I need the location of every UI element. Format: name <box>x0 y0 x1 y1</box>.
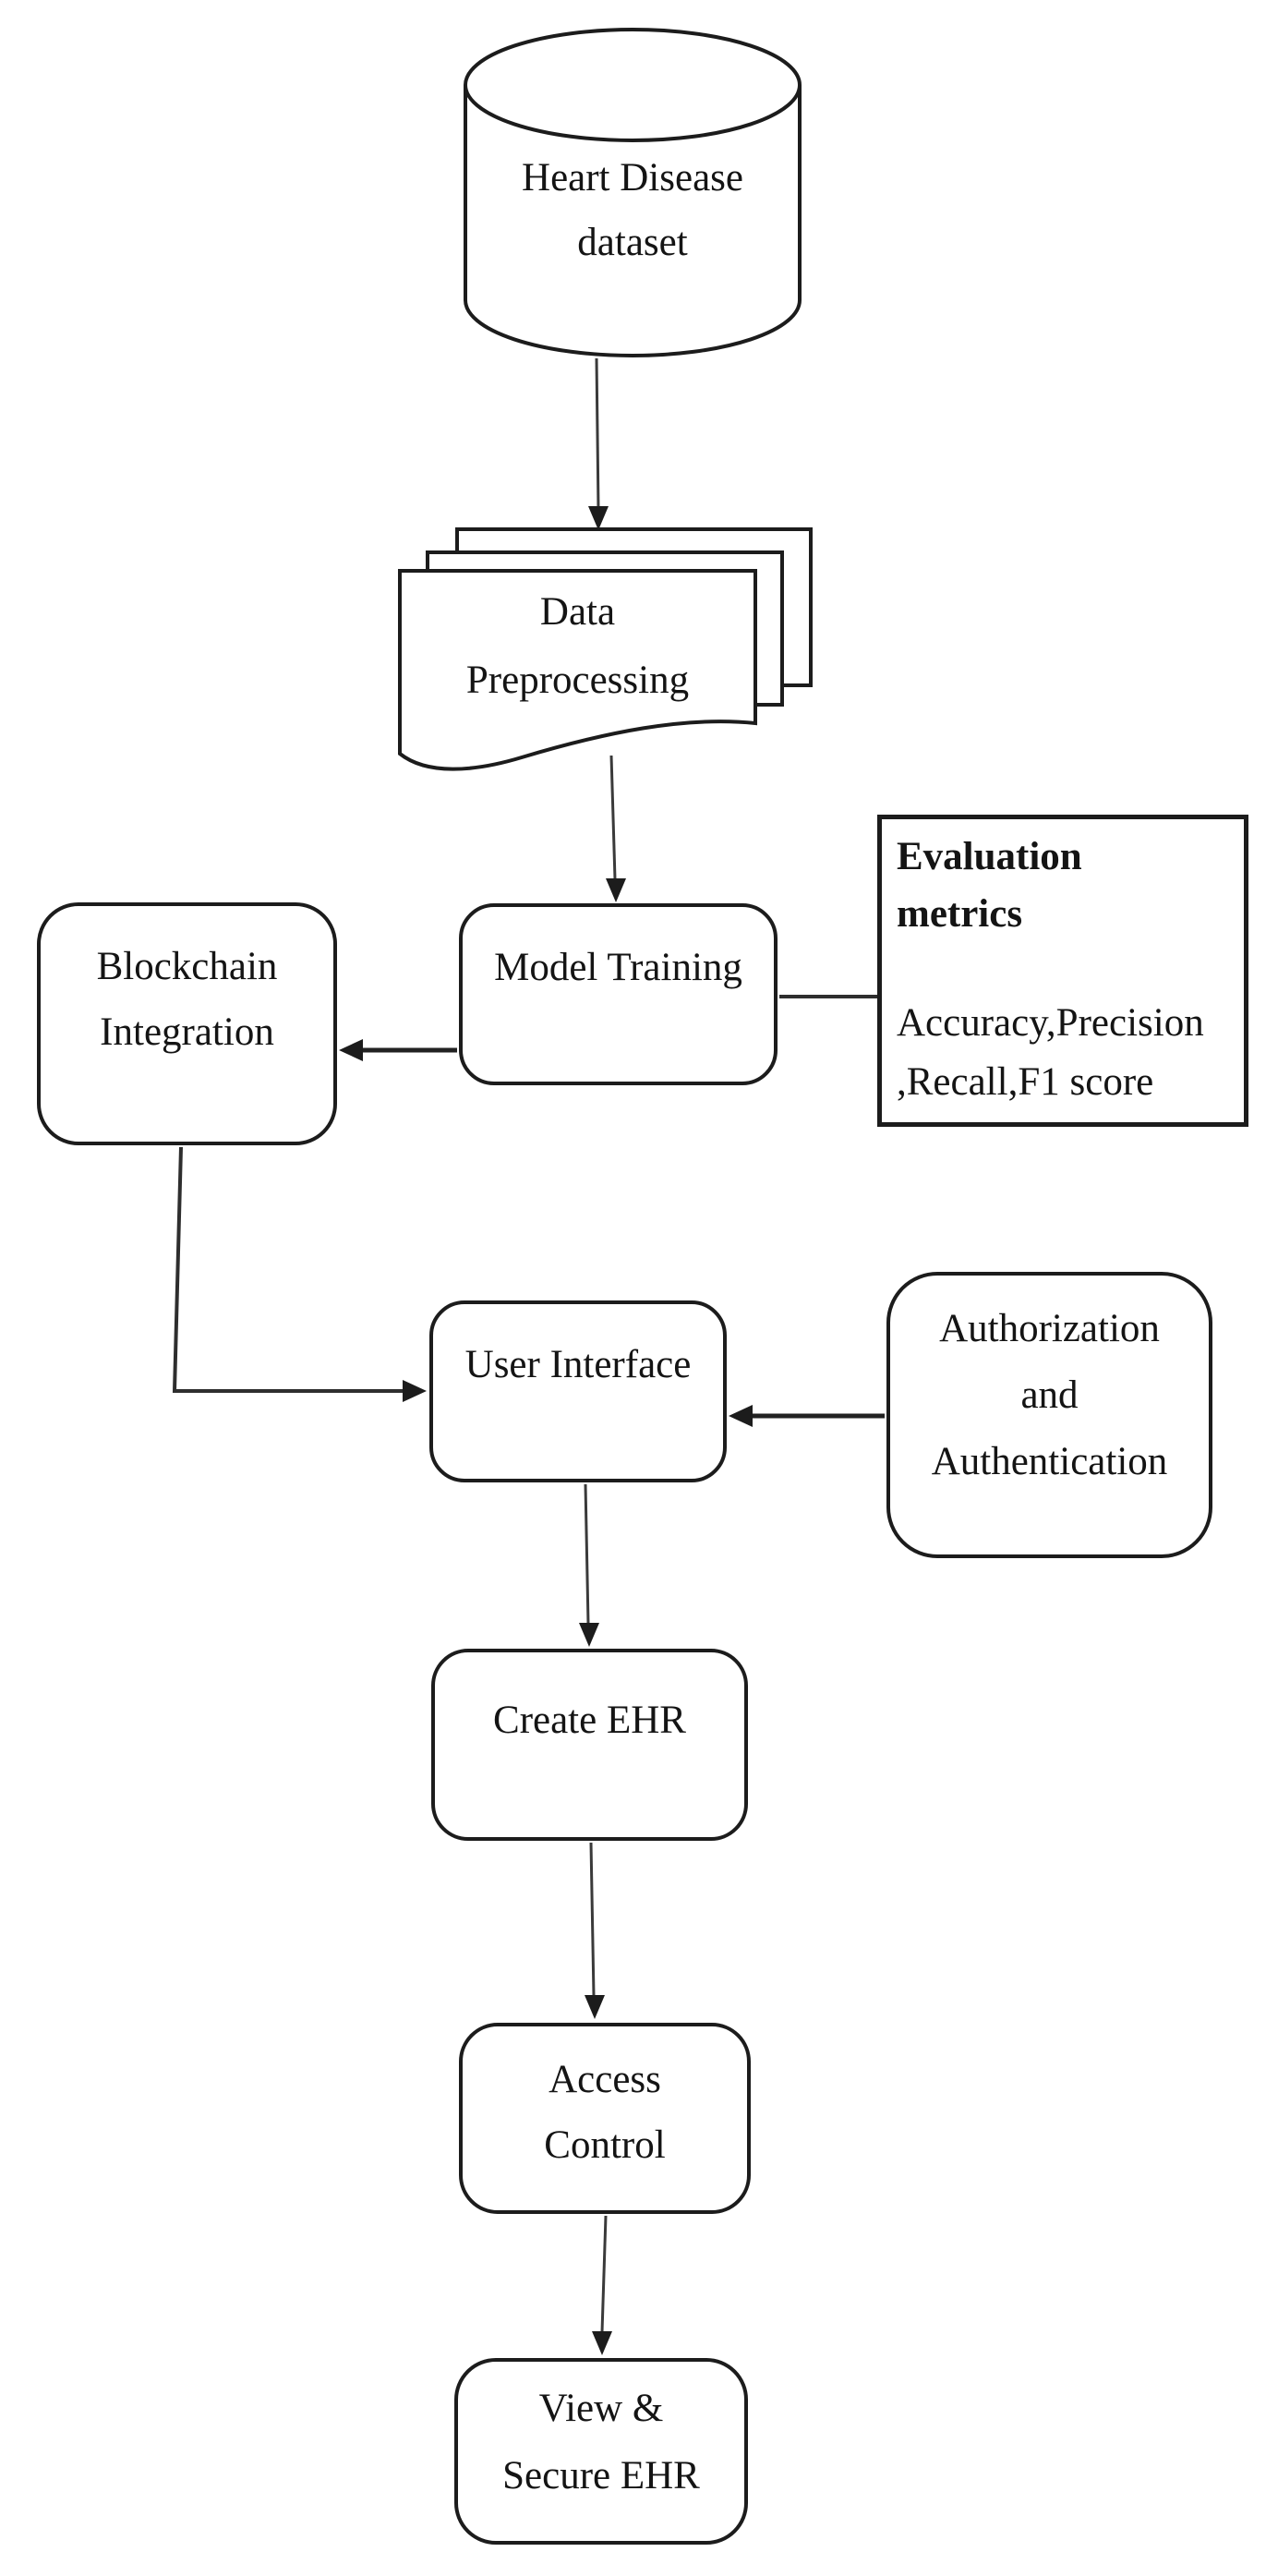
evaluation-metrics-title: Evaluation metrics <box>897 828 1231 943</box>
blockchain-label-line1: Blockchain <box>96 945 278 988</box>
evaluation-body-line2: ,Recall,F1 score <box>897 1060 1154 1104</box>
edge-dataset-to-preprocessing-arrowhead <box>588 506 609 530</box>
edge-blockchain-to-user-interface-arrowhead <box>403 1380 427 1402</box>
evaluation-body-line1: Accuracy,Precision <box>897 1001 1204 1045</box>
node-model-training: Model Training <box>459 903 778 1085</box>
model-training-label: Model Training <box>494 946 742 989</box>
access-control-label-line2: Control <box>544 2123 666 2167</box>
node-create-ehr: Create EHR <box>431 1649 748 1841</box>
edge-preprocessing-to-model-training-arrowhead <box>606 878 626 902</box>
evaluation-title-line2: metrics <box>897 892 1023 936</box>
database-cylinder-top-ellipse <box>464 28 802 142</box>
preprocessing-label-line1: Data <box>539 590 616 634</box>
auth-label-line2: and <box>1020 1373 1079 1417</box>
edge-model-training-to-blockchain-arrowhead <box>339 1039 363 1061</box>
user-interface-label: User Interface <box>464 1343 692 1386</box>
view-secure-ehr-label-line2: Secure EHR <box>502 2454 700 2497</box>
edge-user-interface-to-create-ehr <box>584 1483 590 1625</box>
evaluation-title-line1: Evaluation <box>897 835 1082 878</box>
view-secure-ehr-label-line1: View & <box>538 2387 664 2430</box>
multidocument-front-sheet <box>398 569 757 771</box>
edge-access-control-to-view-secure-arrowhead <box>592 2331 612 2355</box>
edge-create-ehr-to-access-control <box>589 1842 596 1997</box>
node-access-control: Access Control <box>459 2023 751 2214</box>
dataset-label-line1: Heart Disease <box>522 156 743 200</box>
node-heart-disease-dataset-label: Heart Disease dataset <box>466 146 799 275</box>
node-user-interface: User Interface <box>429 1300 727 1482</box>
dataset-label-line2: dataset <box>577 221 688 264</box>
database-cylinder-shape <box>464 85 802 357</box>
edge-preprocessing-to-model-training <box>609 755 617 880</box>
edge-user-interface-to-create-ehr-arrowhead <box>579 1623 599 1647</box>
node-authorization-authentication: Authorization and Authentication <box>886 1272 1212 1558</box>
node-data-preprocessing-label: Data Preprocessing <box>400 578 755 715</box>
auth-label-line3: Authentication <box>931 1440 1168 1483</box>
preprocessing-label-line2: Preprocessing <box>465 659 690 702</box>
node-view-secure-ehr: View & Secure EHR <box>454 2358 748 2545</box>
node-evaluation-metrics: Evaluation metrics Accuracy,Precision ,R… <box>877 815 1248 1127</box>
edge-dataset-to-preprocessing <box>595 357 600 511</box>
auth-label-line1: Authorization <box>939 1307 1160 1350</box>
create-ehr-label: Create EHR <box>493 1699 686 1742</box>
edge-access-control-to-view-secure <box>600 2215 608 2333</box>
edge-blockchain-to-user-interface <box>172 1146 403 1393</box>
edge-auth-to-user-interface-arrowhead <box>729 1405 753 1427</box>
evaluation-metrics-body: Accuracy,Precision ,Recall,F1 score <box>897 994 1231 1112</box>
edge-create-ehr-to-access-control-arrowhead <box>585 1995 605 2019</box>
access-control-label-line1: Access <box>549 2058 661 2101</box>
blockchain-label-line2: Integration <box>100 1010 274 1054</box>
node-blockchain-integration: Blockchain Integration <box>37 902 337 1145</box>
